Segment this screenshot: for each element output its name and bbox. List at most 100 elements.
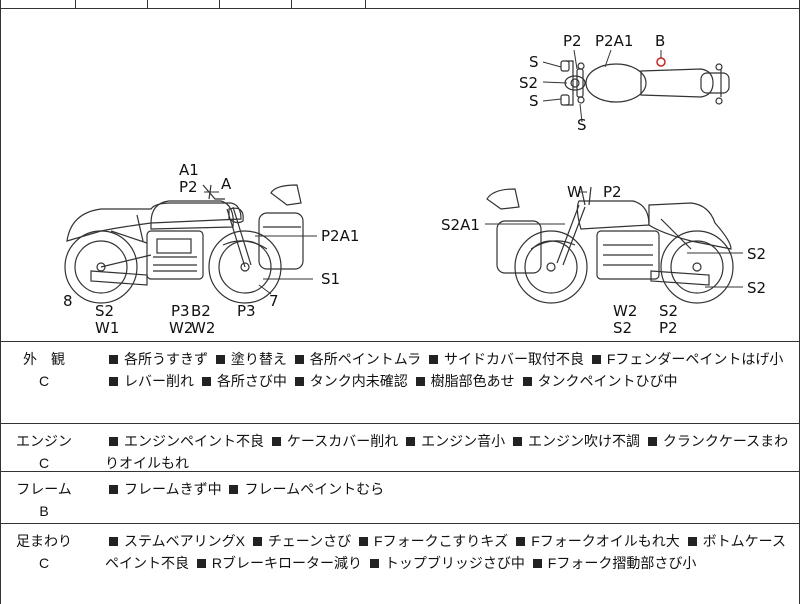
category-grade: C	[38, 455, 50, 471]
bullet-square-icon	[201, 377, 211, 387]
condition-item: 樹脂部色あせ	[430, 373, 515, 389]
bullet-square-icon	[359, 537, 369, 547]
condition-item: サイドカバー取付不良	[443, 351, 584, 367]
label-8: 8	[63, 292, 73, 310]
right-view-leaders	[485, 191, 743, 288]
section-items: エンジンペイント不良 ケースカバー削れ エンジン音小 エンジン吹け不調 クランク…	[105, 430, 789, 474]
bullet-square-icon	[196, 559, 206, 569]
condition-item: Rブレーキローター減り	[211, 555, 363, 571]
condition-item: トップブリッジさび中	[384, 555, 525, 571]
category-name: 外 観	[23, 351, 65, 367]
label-s: S	[529, 53, 539, 71]
label-p3: P3	[171, 302, 190, 320]
condition-item: Fフォークオイルもれ大	[531, 533, 680, 549]
condition-item: チェーンさび	[267, 533, 352, 549]
bullet-square-icon	[109, 437, 118, 447]
top-view-labels: S S2 S S P2 P2A1 B	[519, 32, 665, 134]
section-category: エンジン C	[9, 430, 79, 474]
bullet-square-icon	[109, 537, 118, 547]
label-w1: W1	[95, 319, 119, 337]
label-p2: P2	[603, 183, 622, 201]
header-cell-divider	[219, 0, 220, 8]
right-side-motorcycle	[486, 186, 734, 304]
motorcycle-damage-diagram: S S2 S S P2 P2A1 B	[0, 9, 800, 341]
section-category: 足まわり C	[9, 530, 79, 574]
left-view-leaders	[204, 191, 317, 295]
left-view-labels: A1 P2 A P2A1 S1 8 S2 W1 P3 B2 W2 W2 P3 7	[63, 161, 359, 337]
category-name: フレーム	[16, 481, 72, 497]
condition-item: ボトムケースペイント不良	[105, 533, 786, 571]
condition-item: クランクケースまわりオイルもれ	[105, 433, 789, 471]
bullet-square-icon	[271, 437, 281, 447]
top-view-motorcycle	[560, 60, 730, 106]
condition-item: フレームきず中	[124, 481, 222, 497]
category-name: エンジン	[16, 433, 72, 449]
bullet-square-icon	[229, 485, 239, 495]
label-p2: P2	[563, 32, 582, 50]
condition-item: 各所さび中	[216, 373, 287, 389]
bullet-square-icon	[516, 537, 526, 547]
bullet-square-icon	[428, 355, 438, 365]
label-s2: S2	[613, 319, 632, 337]
top-view-leaders	[542, 49, 662, 123]
bullet-square-icon	[109, 377, 118, 387]
bullet-square-icon	[109, 355, 118, 365]
category-name: 足まわり	[16, 533, 72, 549]
bullet-square-icon	[415, 377, 425, 387]
bullet-square-icon	[109, 485, 118, 495]
bullet-square-icon	[294, 355, 304, 365]
label-p2a1: P2A1	[321, 227, 359, 245]
label-a: A	[221, 175, 232, 193]
label-s: S	[529, 92, 539, 110]
condition-item: 各所うすきず	[124, 351, 208, 367]
section-items: ステムベアリングX チェーンさび Fフォークこすりキズ Fフォークオイルもれ大 …	[105, 530, 789, 574]
bullet-square-icon	[532, 559, 542, 569]
section-row-engine: エンジン C エンジンペイント不良 ケースカバー削れ エンジン音小 エンジン吹け…	[1, 424, 799, 472]
bullet-square-icon	[294, 377, 304, 387]
section-category: 外 観 C	[9, 348, 79, 392]
label-p2: P2	[659, 319, 678, 337]
label-w2: W2	[169, 319, 193, 337]
category-grade: C	[38, 555, 50, 571]
label-s2a1: S2A1	[441, 216, 480, 234]
condition-table: 外 観 C 各所うすきず 塗り替え 各所ペイントムラ サイドカバー取付不良 Fフ…	[0, 341, 800, 604]
label-p2: P2	[179, 178, 198, 196]
bullet-square-icon	[687, 537, 697, 547]
bullet-square-icon	[215, 355, 225, 365]
label-b: B	[655, 32, 665, 50]
damage-mark-b	[656, 57, 666, 67]
bullet-square-icon	[647, 437, 657, 447]
condition-item: エンジンペイント不良	[124, 433, 264, 449]
category-grade: C	[38, 373, 50, 389]
label-b2: B2	[191, 302, 211, 320]
right-view-labels: W P2 S2A1 S2 S2 W2 S2 S2 P2	[441, 183, 766, 337]
label-s: S	[577, 116, 587, 134]
condition-item: Fフォーク摺動部さび小	[547, 555, 697, 571]
condition-item: タンク内未確認	[309, 373, 408, 389]
header-cell-divider	[291, 0, 292, 8]
label-p2a1: P2A1	[595, 32, 633, 50]
condition-item: Fフェンダーペイントはげ小	[606, 351, 784, 367]
condition-item: ケースカバー削れ	[286, 433, 399, 449]
section-items: 各所うすきず 塗り替え 各所ペイントムラ サイドカバー取付不良 Fフェンダーペイ…	[105, 348, 789, 392]
header-table-strip	[0, 0, 800, 9]
label-w2: W2	[191, 319, 215, 337]
header-cell-divider	[75, 0, 76, 8]
label-s2: S2	[747, 279, 766, 297]
header-cell-divider	[365, 0, 366, 8]
condition-item: ステムベアリングX	[124, 533, 245, 549]
condition-item: 各所ペイントムラ	[309, 351, 422, 367]
condition-item: Fフォークこすりキズ	[374, 533, 509, 549]
bullet-square-icon	[591, 355, 601, 365]
label-s1: S1	[321, 270, 340, 288]
left-side-motorcycle	[64, 184, 304, 304]
condition-item: エンジン吹け不調	[527, 433, 640, 449]
condition-item: 塗り替え	[230, 351, 287, 367]
section-category: フレーム B	[9, 478, 79, 522]
label-7: 7	[269, 292, 279, 310]
bullet-square-icon	[252, 537, 262, 547]
condition-item: レバー削れ	[124, 373, 194, 389]
label-s2: S2	[519, 74, 538, 92]
condition-item: タンクペイントひび中	[537, 373, 678, 389]
